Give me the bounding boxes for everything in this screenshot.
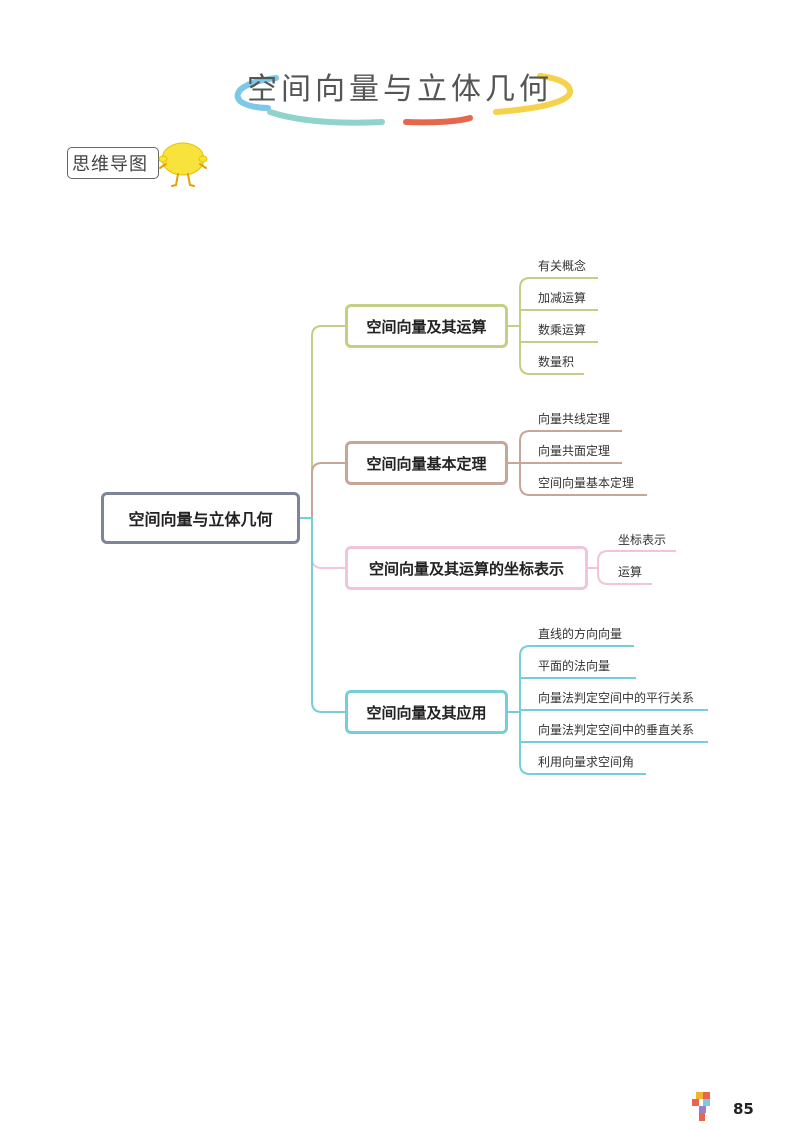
leaf-item: 坐标表示: [618, 533, 667, 547]
leaf-item: 直线的方向向量: [538, 627, 623, 641]
title-decoration: [234, 73, 573, 126]
branch-node-applications: 空间向量及其应用: [345, 690, 508, 734]
publisher-logo-icon: [692, 1092, 710, 1121]
title-arc-bottom-right: [403, 115, 473, 126]
leaf-item: 有关概念: [538, 259, 587, 273]
leaf-item: 运算: [618, 565, 643, 579]
leaf-item: 向量法判定空间中的平行关系: [538, 691, 695, 705]
page-title: 空间向量与立体几何: [247, 72, 553, 107]
title-arc-left: [234, 75, 279, 111]
trunk-pink: [311, 518, 345, 569]
branch-node-coordinates: 空间向量及其运算的坐标表示: [345, 546, 588, 590]
mind-map-badge: 思维导图: [67, 147, 159, 179]
page-number: 85: [733, 1100, 754, 1118]
leaf-item: 向量法判定空间中的垂直关系: [538, 723, 695, 737]
title-arc-right: [493, 73, 573, 115]
leaf-item: 数乘运算: [538, 323, 587, 337]
branch-4-connectors: [508, 645, 708, 775]
trunk-cyan: [311, 518, 345, 713]
root-node: 空间向量与立体几何: [101, 492, 300, 544]
trunk-brown: [311, 462, 345, 518]
trunk-green: [311, 325, 345, 518]
leaf-item: 数量积: [538, 355, 575, 369]
title-arc-bottom-left: [267, 109, 385, 126]
leaf-item: 利用向量求空间角: [538, 755, 635, 769]
branch-3-connectors: [588, 550, 676, 585]
branch-2-connectors: [508, 430, 647, 496]
leaf-item: 加减运算: [538, 291, 587, 305]
branch-node-operations: 空间向量及其运算: [345, 304, 508, 348]
lemon-mascot-icon: [158, 142, 208, 187]
branch-1-connectors: [508, 277, 598, 375]
branch-node-basic-theorem: 空间向量基本定理: [345, 441, 508, 485]
leaf-item: 向量共线定理: [538, 412, 611, 426]
leaf-item: 空间向量基本定理: [538, 476, 635, 490]
leaf-item: 平面的法向量: [538, 659, 611, 673]
leaf-item: 向量共面定理: [538, 444, 611, 458]
